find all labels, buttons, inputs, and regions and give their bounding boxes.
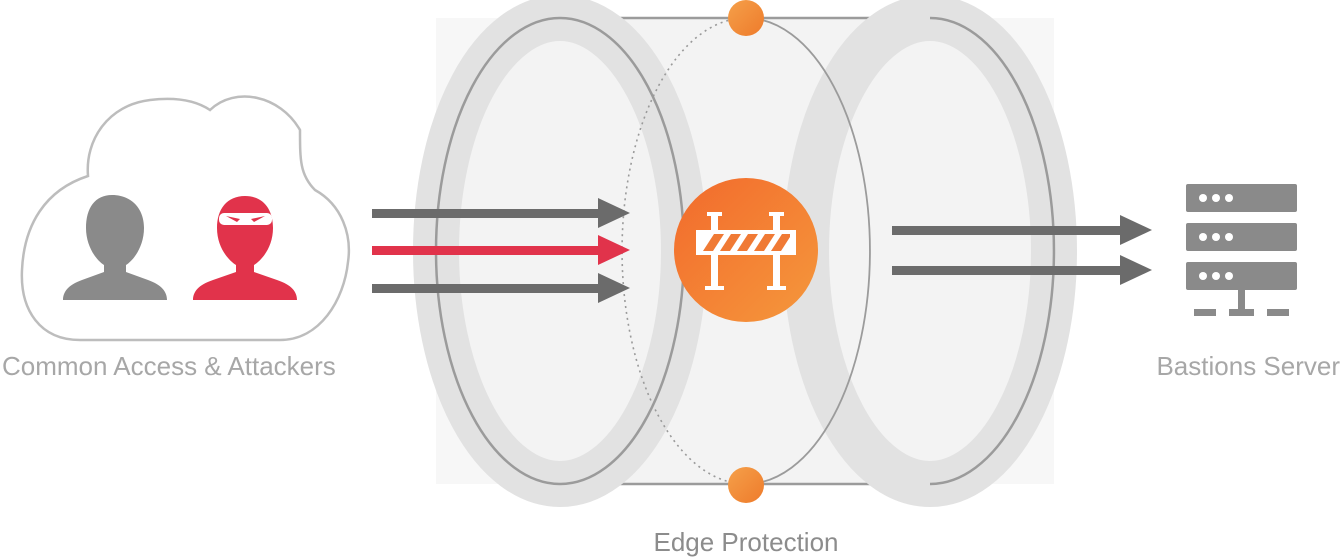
outgoing-arrow-1 [892, 226, 1122, 235]
source-label: Common Access & Attackers [2, 351, 336, 381]
outgoing-arrow-2 [892, 266, 1122, 275]
destination-label: Bastions Server [1156, 351, 1340, 381]
top-node-icon [728, 0, 764, 36]
server-rack-icon [1186, 184, 1297, 316]
incoming-arrow-attack [372, 246, 600, 255]
ninja-attacker-icon [193, 196, 297, 300]
source-cloud-icon [20, 95, 351, 342]
incoming-arrows [372, 198, 630, 303]
incoming-arrow-1 [372, 209, 600, 218]
barrier-icon [674, 178, 818, 322]
incoming-arrow-2 [372, 284, 600, 293]
user-icon [63, 195, 167, 300]
bottom-node-icon [728, 467, 764, 503]
outgoing-arrows [892, 215, 1152, 285]
protection-label: Edge Protection [653, 527, 839, 557]
tunnel-section-solid [745, 17, 871, 485]
